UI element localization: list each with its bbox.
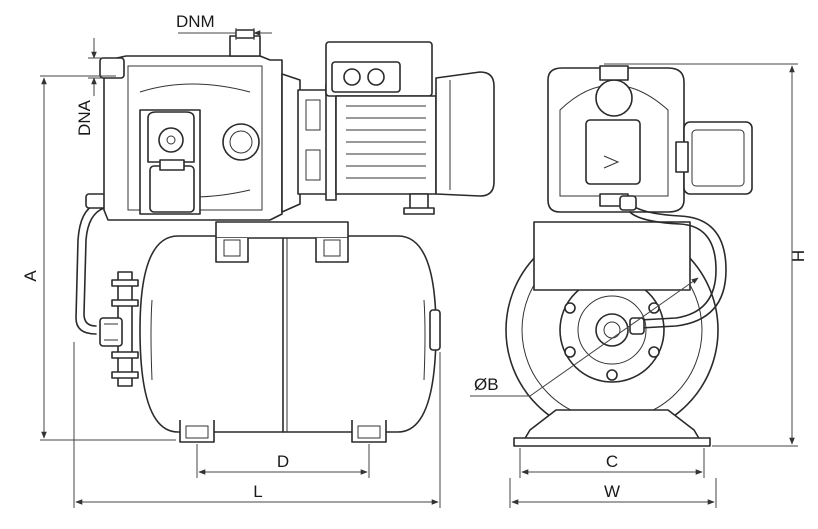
label-b: ØB	[474, 375, 499, 394]
label-w: W	[604, 482, 620, 501]
label-l: L	[253, 482, 262, 501]
label-dna: DNA	[75, 99, 94, 136]
side-view	[75, 29, 495, 443]
front-hose	[619, 195, 727, 335]
dimension-lines	[40, 28, 798, 508]
tank-stand	[513, 409, 711, 447]
pump-base	[533, 221, 691, 291]
label-a: A	[21, 270, 40, 282]
pump-front	[547, 65, 685, 213]
dimension-labels: DNM DNA A D L ØB C W H	[21, 12, 808, 501]
pump-body	[99, 29, 283, 221]
label-d: D	[277, 452, 289, 471]
tank-flange	[99, 271, 139, 387]
label-h: H	[789, 250, 808, 262]
pressure-tank	[139, 221, 441, 443]
pressure-switch-front	[675, 121, 753, 195]
front-view	[505, 65, 753, 447]
connecting-hose	[75, 193, 107, 335]
motor-coupling	[281, 73, 337, 213]
label-c: C	[606, 452, 618, 471]
label-dnm: DNM	[176, 12, 215, 31]
motor	[325, 41, 495, 215]
